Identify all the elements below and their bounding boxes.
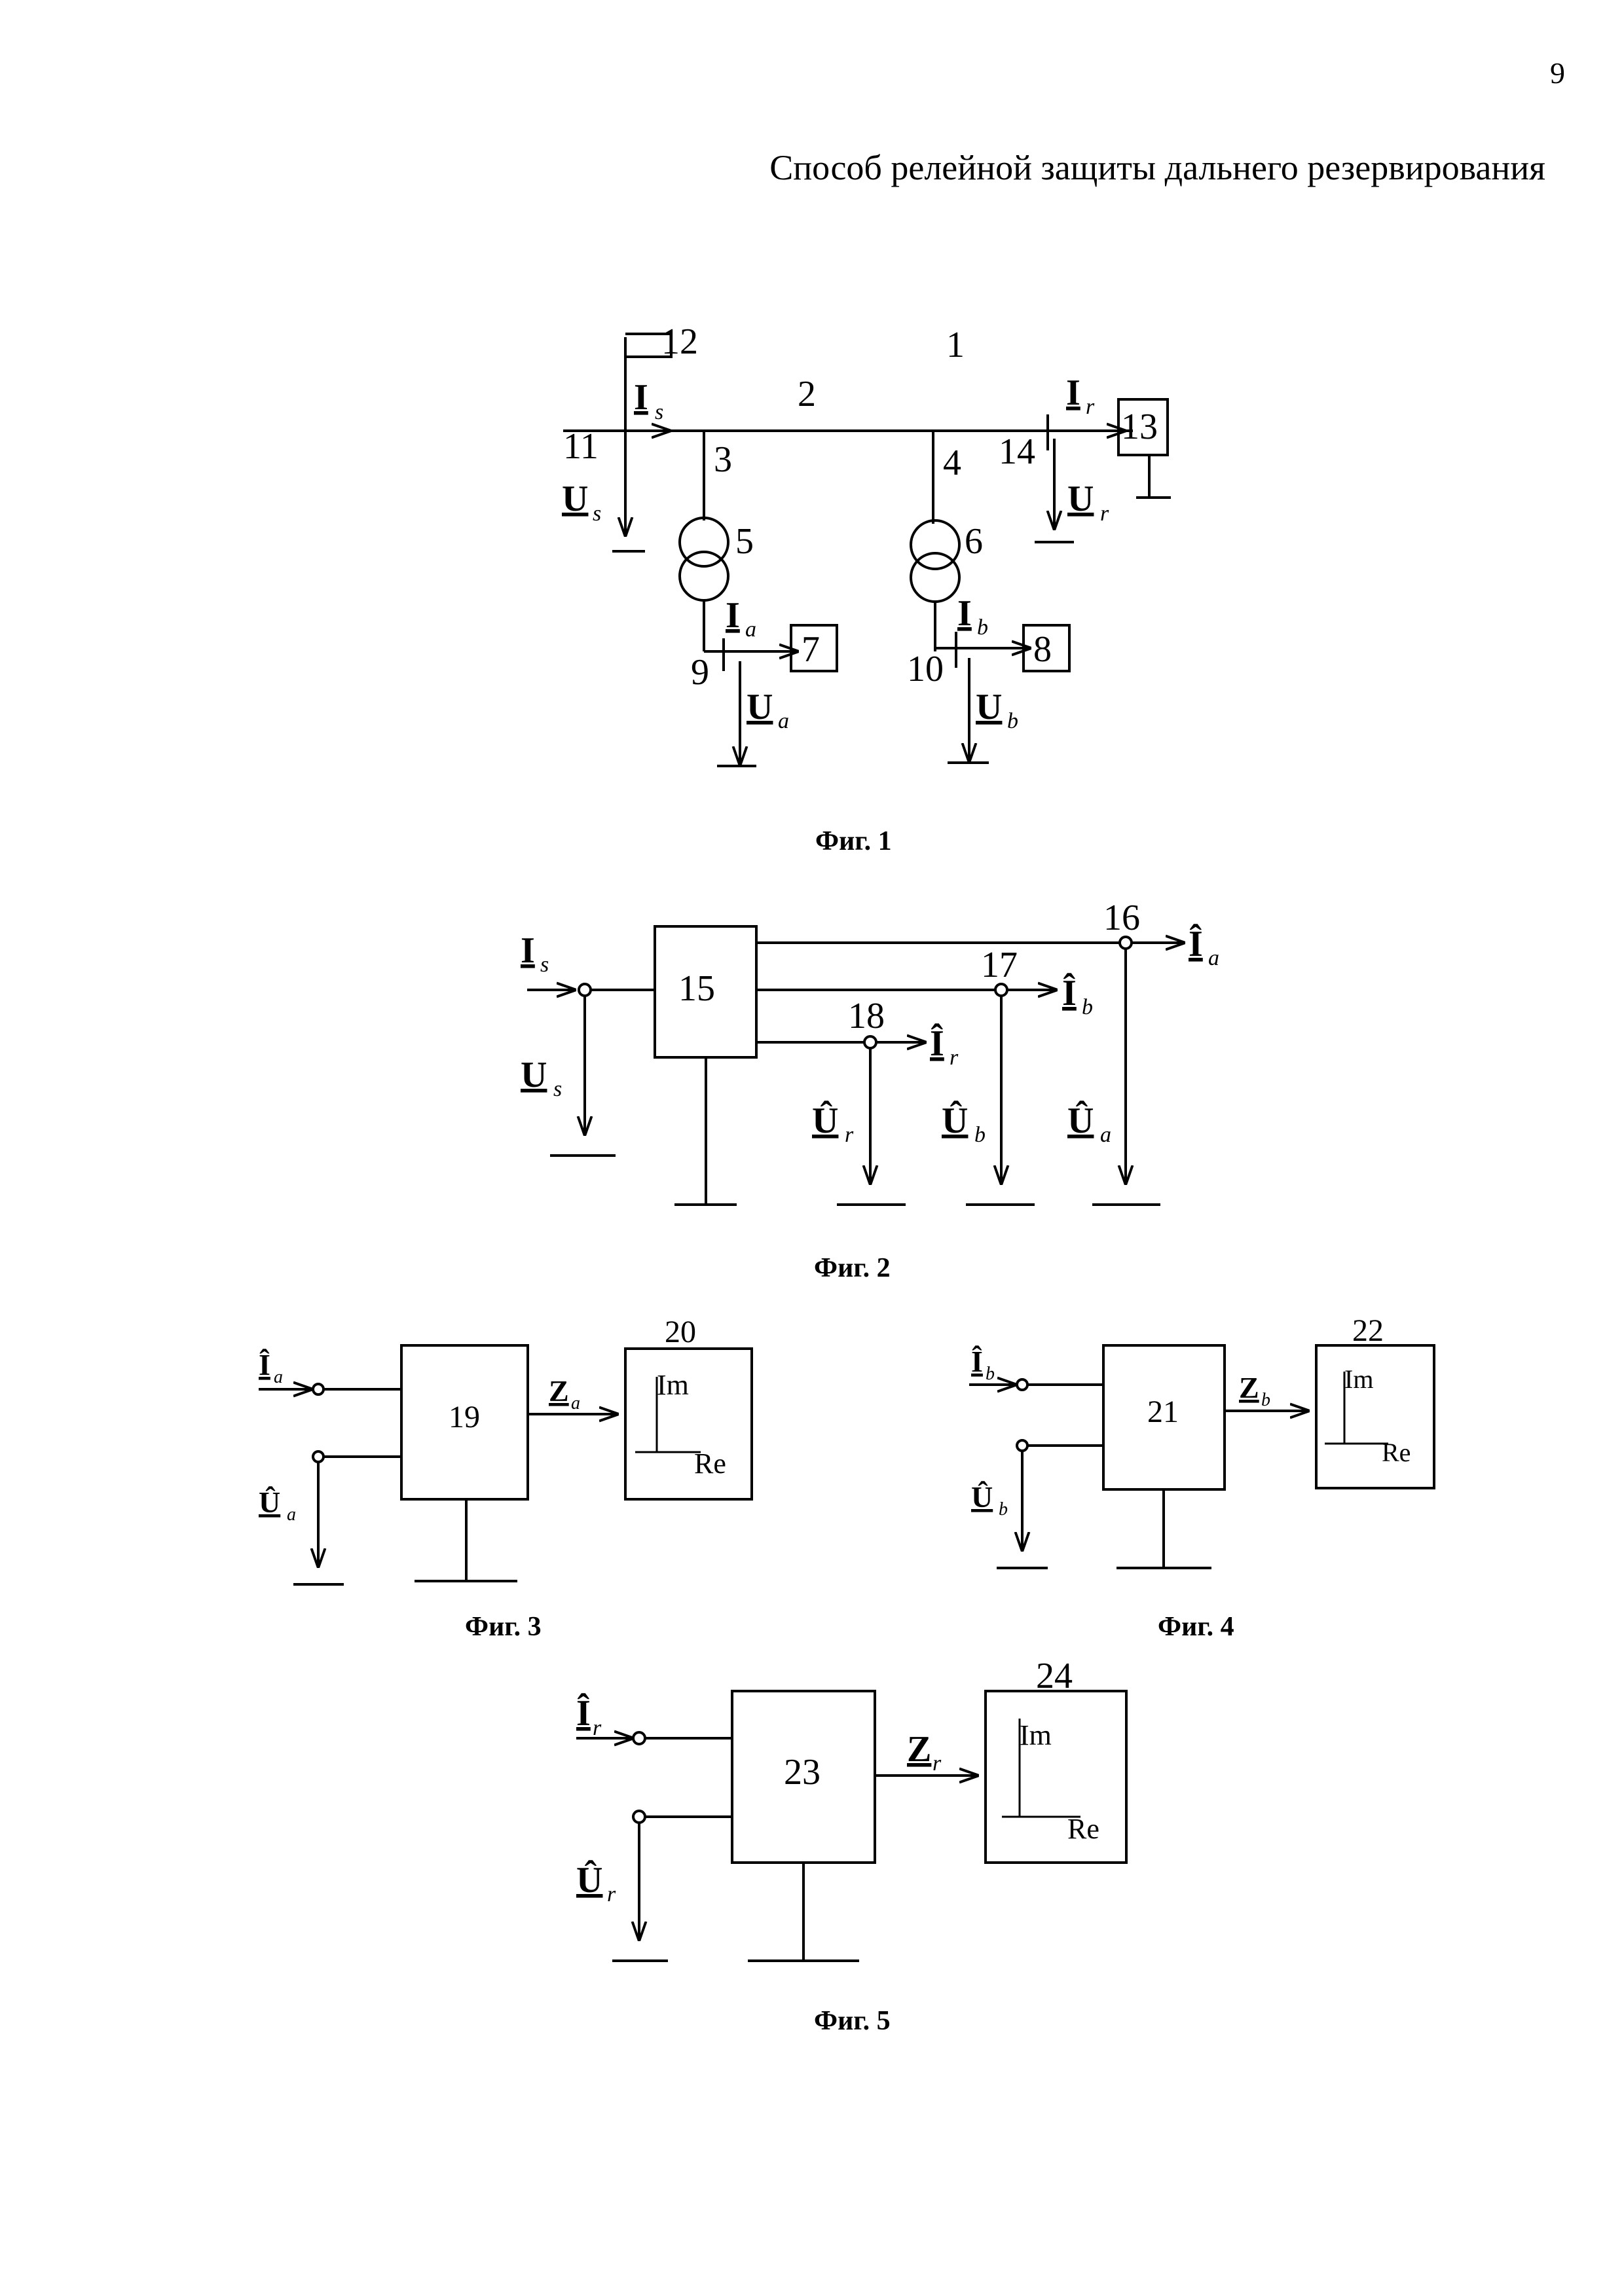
fig4-symbol-u: Û [971,1480,993,1514]
symbol-ia: I [726,595,740,636]
label-17: 17 [981,945,1018,985]
block-24 [986,1691,1126,1863]
fig4-symbol-i-sub: b [986,1364,995,1384]
fig2-symbol-ua-sub: a [1100,1123,1111,1147]
terminal-18 [864,1036,876,1048]
fig5-axis-re: Re [1067,1813,1099,1845]
fig4-axis-re: Re [1382,1438,1411,1467]
fig1-labels: 12 1 2 3 4 5 6 7 8 9 10 11 13 14 I s U s… [562,321,1158,856]
fig2-symbol-ub-sub: b [974,1123,986,1147]
fig2-symbol-ir: Î [930,1023,944,1064]
fig5-caption: Фиг. 5 [814,2006,891,2036]
fig3-symbol-i: Î [259,1348,270,1381]
label-21: 21 [1147,1394,1179,1429]
fig5-symbol-u: Û [576,1859,602,1901]
fig5-symbol-i: Î [576,1692,591,1734]
label-8: 8 [1033,629,1052,670]
block-22 [1316,1345,1434,1488]
label-15: 15 [678,968,715,1009]
fig3-caption: Фиг. 3 [465,1612,542,1642]
fig3-labels: 19 20 Î a Û a Z a Im Re Фиг. 3 [259,1315,726,1642]
symbol-is-sub: s [655,400,663,424]
symbol-ib-sub: b [977,615,988,640]
fig5-axis-im: Im [1020,1719,1052,1751]
fig2-input-terminal [579,984,591,996]
fig2-circuit [527,926,1185,1205]
symbol-is: I [634,377,648,418]
label-14: 14 [999,431,1035,472]
label-22: 22 [1352,1313,1384,1348]
transformer-6-coil2 [911,553,959,602]
fig2-symbol-ib-sub: b [1082,995,1093,1019]
label-5: 5 [735,521,754,562]
label-20: 20 [665,1315,696,1349]
label-12: 12 [661,321,698,362]
fig5-symbol-i-sub: r [593,1716,602,1740]
fig4-symbol-i: Î [971,1345,983,1378]
label-1: 1 [946,325,965,365]
fig2-symbol-ua: Û [1067,1100,1094,1141]
symbol-ia-sub: a [745,617,756,642]
label-9: 9 [691,652,709,693]
fig2-caption: Фиг. 2 [814,1253,891,1283]
symbol-ib: I [957,593,972,634]
fig4-axis-im: Im [1344,1364,1373,1394]
fig3-symbol-u: Û [259,1485,280,1519]
label-13: 13 [1121,407,1158,447]
symbol-us-sub: s [593,501,601,526]
symbol-ir-sub: r [1086,395,1095,419]
symbol-ur: U [1067,479,1094,519]
label-24: 24 [1036,1656,1073,1696]
fig4-labels: 21 22 Î b Û b Z b Im Re Фиг. 4 [971,1313,1411,1642]
symbol-ua: U [747,687,773,727]
label-6: 6 [965,521,983,562]
fig2-symbol-ur-sub: r [845,1123,854,1147]
fig3-symbol-u-sub: a [287,1504,296,1525]
label-10: 10 [907,649,944,689]
terminal-17 [995,984,1007,996]
transformer-5-coil2 [680,552,728,600]
fig4-caption: Фиг. 4 [1158,1612,1234,1642]
label-2: 2 [798,374,816,414]
symbol-ir: I [1066,373,1080,413]
label-23: 23 [784,1752,821,1793]
fig5-symbol-z: Z [907,1729,931,1770]
symbol-ua-sub: a [778,709,789,733]
fig1-caption: Фиг. 1 [815,826,892,856]
fig2-symbol-us: U [521,1055,547,1095]
label-3: 3 [714,439,732,480]
label-7: 7 [802,629,820,670]
fig2-symbol-ir-sub: r [950,1046,959,1070]
symbol-ub-sub: b [1007,709,1018,733]
symbol-us: U [562,479,588,519]
fig3-symbol-z: Z [549,1374,569,1408]
fig5-symbol-u-sub: r [607,1882,616,1906]
fig4-symbol-z-sub: b [1261,1390,1270,1410]
label-19: 19 [449,1400,480,1434]
fig2-symbol-ia-sub: a [1208,946,1219,970]
fig2-symbol-ub: Û [942,1100,968,1141]
fig4-symbol-u-sub: b [999,1499,1008,1520]
fig2-symbol-us-sub: s [553,1077,562,1101]
fig3-axis-im: Im [657,1369,689,1401]
fig5-labels: 23 24 Î r Û r Z r Im Re Фиг. 5 [576,1656,1099,2036]
fig5-symbol-z-sub: r [932,1751,942,1776]
label-4: 4 [943,443,961,483]
fig2-symbol-ur: Û [812,1100,838,1141]
label-11: 11 [563,426,599,467]
symbol-ur-sub: r [1100,501,1109,526]
label-18: 18 [848,996,885,1036]
fig3-axis-re: Re [694,1448,726,1480]
fig4-symbol-z: Z [1239,1371,1259,1404]
fig2-symbol-is: I [521,930,535,971]
label-16: 16 [1103,898,1140,938]
terminal-16 [1120,937,1132,949]
fig3-symbol-i-sub: a [274,1367,283,1387]
fig3-symbol-z-sub: a [571,1393,580,1413]
fig2-symbol-ia: Î [1189,923,1203,964]
fig2-symbol-ib: Î [1062,972,1077,1013]
symbol-ub: U [976,687,1002,727]
fig2-symbol-is-sub: s [540,953,549,977]
